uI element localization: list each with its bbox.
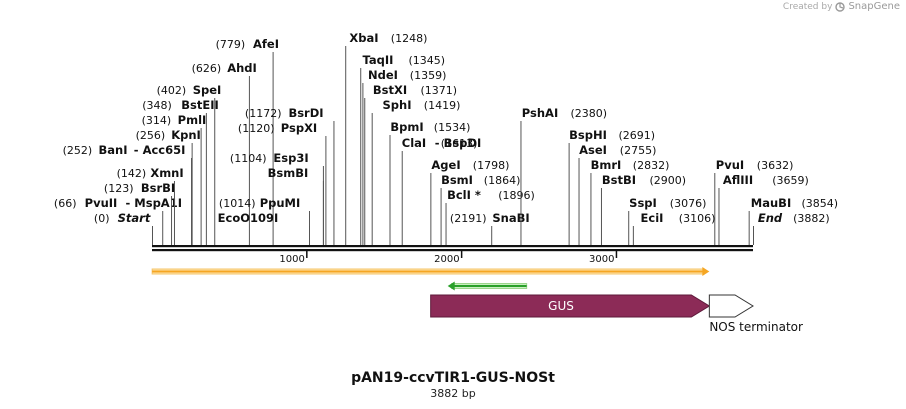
site-label-sspi: SspI xyxy=(629,196,657,210)
site-position-label: (1104) xyxy=(230,152,267,165)
snapgene-name: SnapGene xyxy=(848,1,900,12)
nos-terminator-label: NOS terminator xyxy=(709,320,803,334)
nos-terminator-arrow xyxy=(708,294,754,318)
site-label-ndei: NdeI xyxy=(368,68,398,82)
site-position-label: (779) xyxy=(216,38,246,51)
site-label-bsrdi: BsrDI xyxy=(288,106,323,120)
site-label-bani: BanI xyxy=(99,143,128,157)
site-position-label: (402) xyxy=(157,84,187,97)
orf-arrowhead-forward xyxy=(702,267,710,276)
plasmid-title: pAN19-ccvTIR1-GUS-NOSt xyxy=(351,370,555,386)
site-position-label: (3659) xyxy=(772,174,809,187)
site-position-label: (1248) xyxy=(391,32,428,45)
site-position-label: (1359) xyxy=(410,69,447,82)
site-position-label: (1419) xyxy=(424,99,461,112)
site-extra-label: - MspA1I xyxy=(126,196,182,210)
site-label-bsmi: BsmI xyxy=(441,173,473,187)
site-position-label: (2832) xyxy=(633,159,670,172)
site-position-label: (1534) xyxy=(434,121,471,134)
site-position-label: (3854) xyxy=(802,197,839,210)
backbone-bottom-line xyxy=(152,249,753,252)
site-position-label: (314) xyxy=(142,114,172,127)
gus-feature-label: GUS xyxy=(548,299,574,313)
site-position-label: (256) xyxy=(136,129,166,142)
site-label-pmli: PmlI xyxy=(178,113,207,127)
site-label-ahdi: AhdI xyxy=(227,61,257,75)
site-label-bpmi: BpmI xyxy=(390,120,423,134)
site-label-esp3i: Esp3I xyxy=(273,151,308,165)
site-label-bsmbi: BsmBI xyxy=(268,166,309,180)
site-label-bsteii: BstEII xyxy=(181,98,219,112)
site-position-label: (2380) xyxy=(571,107,608,120)
site-position-label: (2191) xyxy=(450,212,487,225)
site-label-bstxi: BstXI xyxy=(373,83,407,97)
ruler-tick-label: 2000 xyxy=(434,254,459,265)
site-label-bstbi: BstBI xyxy=(602,173,636,187)
site-position-label: (3632) xyxy=(757,159,794,172)
site-label-bsrbi: BsrBI xyxy=(141,181,175,195)
gus-feature-arrow xyxy=(430,294,711,318)
plasmid-size: 3882 bp xyxy=(430,387,476,400)
site-position-label: (348) xyxy=(142,99,172,112)
site-position-label: (626) xyxy=(192,62,222,75)
site-position-label: (1120) xyxy=(238,122,275,135)
site-label-end: End xyxy=(758,211,783,225)
site-label-bcli: BclI * xyxy=(447,188,481,202)
site-label-afei: AfeI xyxy=(253,37,279,51)
site-position-label: (2691) xyxy=(619,129,656,142)
site-label-clai: ClaI xyxy=(402,136,426,150)
site-position-label: (66) xyxy=(54,197,77,210)
site-position-label: (1896) xyxy=(498,189,535,202)
orf-arrowhead-reverse xyxy=(447,281,455,291)
created-by-text: Created by xyxy=(782,1,833,12)
site-extra-label: - Acc65I xyxy=(134,143,186,157)
site-label-xmni: XmnI xyxy=(150,166,183,180)
ruler-tick-label: 1000 xyxy=(279,254,304,265)
site-label-sphi: SphI xyxy=(383,98,412,112)
site-label-snabi: SnaBI xyxy=(492,211,529,225)
site-position-label: (252) xyxy=(63,144,93,157)
site-label-asei: AseI xyxy=(579,143,607,157)
site-position-label: (1172) xyxy=(245,107,282,120)
site-position-label: (1371) xyxy=(421,84,458,97)
site-position-label: (0) xyxy=(94,212,110,225)
site-label-ppumi: PpuMI xyxy=(260,196,301,210)
site-label-maubi: MauBI xyxy=(751,196,791,210)
snapgene-logo-icon xyxy=(835,1,846,12)
site-label-taqii: TaqII xyxy=(363,53,394,67)
snapgene-brand: Created by SnapGene xyxy=(783,1,900,12)
site-label-pspxi: PspXI xyxy=(281,121,317,135)
site-label-kpni: KpnI xyxy=(171,128,201,142)
site-position-label: (2755) xyxy=(620,144,657,157)
site-position-label: (142) xyxy=(117,167,147,180)
site-label-spei: SpeI xyxy=(193,83,222,97)
site-label-bsphi: BspHI xyxy=(569,128,607,142)
site-label-start: Start xyxy=(118,211,151,225)
site-label-afliii: AflIII xyxy=(723,173,753,187)
ruler-tick-label: 3000 xyxy=(589,254,614,265)
site-position-label: (1864) xyxy=(484,174,521,187)
site-label-xbai: XbaI xyxy=(349,31,378,45)
site-label-ecoo109i: EcoO109I xyxy=(218,211,279,225)
site-position-label: (1613) xyxy=(441,137,478,150)
site-label-pshai: PshAI xyxy=(522,106,558,120)
site-position-label: (1345) xyxy=(409,54,446,67)
site-position-label: (1798) xyxy=(473,159,510,172)
site-label-bmri: BmrI xyxy=(591,158,622,172)
site-position-label: (123) xyxy=(104,182,134,195)
site-label-pvui: PvuI xyxy=(716,158,744,172)
site-label-ecii: EciI xyxy=(641,211,664,225)
backbone-top-line xyxy=(152,245,753,248)
site-label-agei: AgeI xyxy=(431,158,460,172)
site-position-label: (1014) xyxy=(219,197,256,210)
site-position-label: (2900) xyxy=(650,174,687,187)
site-label-pvuii: PvuII xyxy=(85,196,118,210)
site-position-label: (3882) xyxy=(793,212,830,225)
site-position-label: (3076) xyxy=(670,197,707,210)
site-position-label: (3106) xyxy=(679,212,716,225)
site-extra-label: - BspDI xyxy=(435,136,481,150)
